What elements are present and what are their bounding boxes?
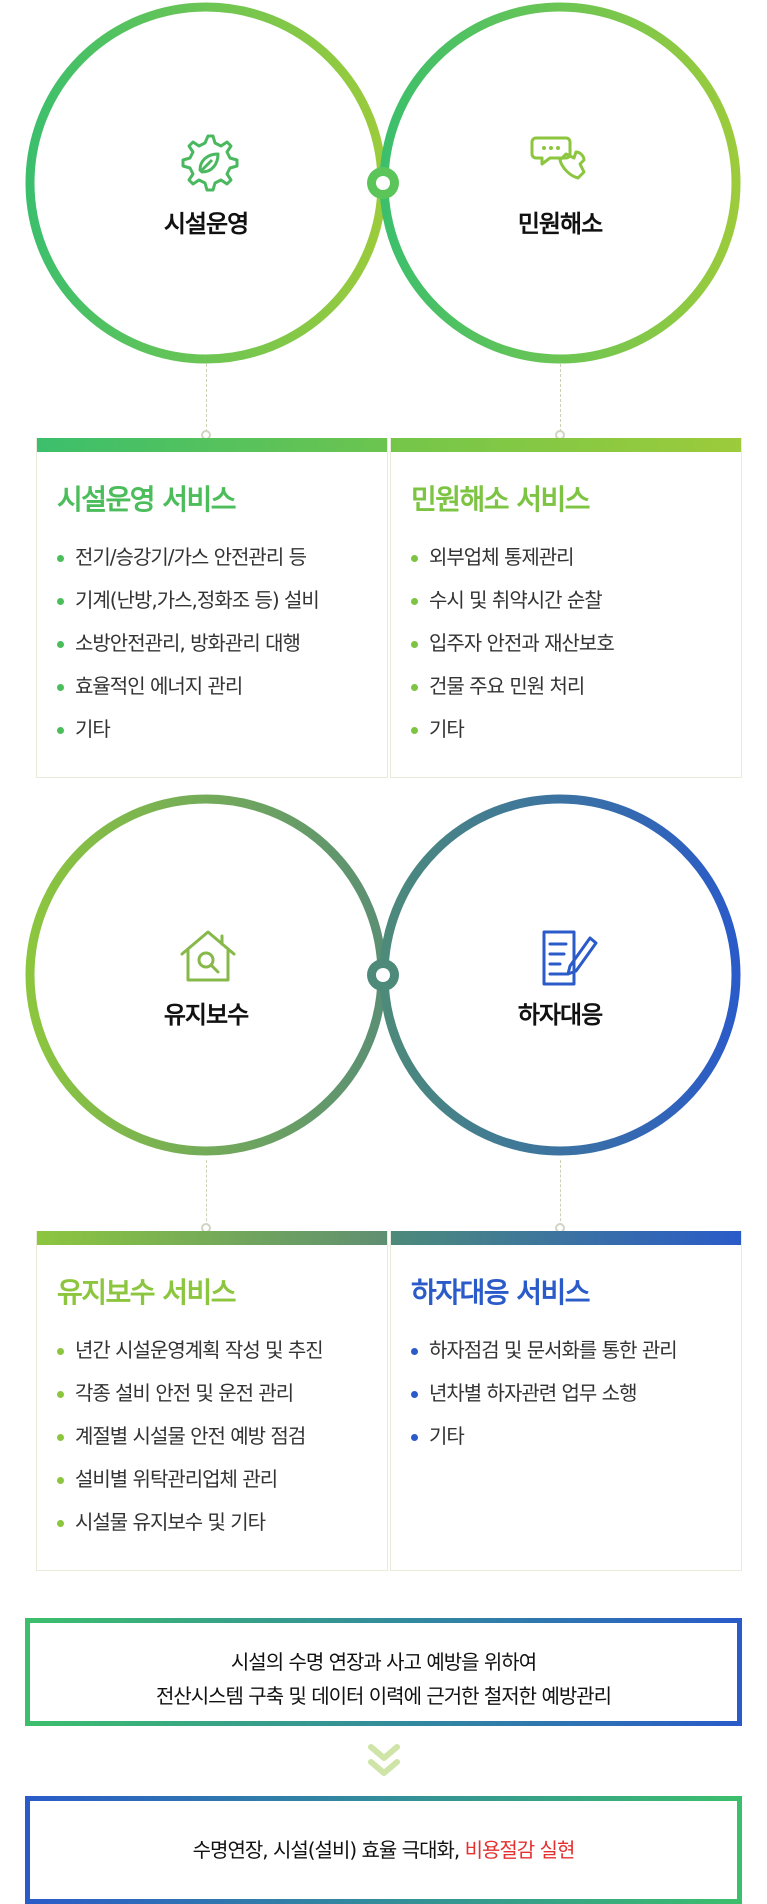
card-facility-service: 시설운영 서비스 전기/승강기/가스 안전관리 등 기계(난방,가스,정화조 등…: [36, 438, 388, 778]
list-item: 기타: [411, 1415, 741, 1458]
ring-label-defect: 하자대응: [517, 1001, 603, 1029]
phone-chat-icon: [530, 136, 586, 180]
connector-line: [560, 1160, 561, 1226]
list-item: 수시 및 취약시간 순찰: [411, 579, 741, 622]
list-item: 설비별 위탁관리업체 관리: [57, 1458, 387, 1501]
ring-label-complaint: 민원해소: [517, 210, 603, 238]
result-text: 수명연장, 시설(설비) 효율 극대화,: [192, 1838, 461, 1862]
ring-label-facility: 시설운영: [163, 210, 249, 238]
service-list: 전기/승강기/가스 안전관리 등 기계(난방,가스,정화조 등) 설비 소방안전…: [37, 536, 387, 751]
card-complaint-service: 민원해소 서비스 외부업체 통제관리 수시 및 취약시간 순찰 입주자 안전과 …: [390, 438, 742, 778]
ring-label-maintenance: 유지보수: [163, 1001, 249, 1029]
card-defect-service: 하자대응 서비스 하자점검 및 문서화를 통한 관리 년차별 하자관련 업무 소…: [390, 1231, 742, 1571]
bottom-rings: [25, 794, 741, 1156]
card-title: 유지보수 서비스: [57, 1276, 237, 1309]
list-item: 하자점검 및 문서화를 통한 관리: [411, 1329, 741, 1372]
summary-line-2: 전산시스템 구축 및 데이터 이력에 근거한 철저한 예방관리: [155, 1684, 612, 1708]
list-item: 기타: [57, 708, 387, 751]
service-list: 외부업체 통제관리 수시 및 취약시간 순찰 입주자 안전과 재산보호 건물 주…: [391, 536, 741, 751]
service-list: 하자점검 및 문서화를 통한 관리 년차별 하자관련 업무 소행 기타: [391, 1329, 741, 1458]
top-rings: [25, 2, 741, 364]
card-maintenance-service: 유지보수 서비스 년간 시설운영계획 작성 및 추진 각종 설비 안전 및 운전…: [36, 1231, 388, 1571]
summary-line-1: 시설의 수명 연장과 사고 예방을 위하여: [230, 1650, 537, 1674]
list-item: 건물 주요 민원 처리: [411, 665, 741, 708]
card-title: 민원해소 서비스: [411, 483, 591, 516]
service-list: 년간 시설운영계획 작성 및 추진 각종 설비 안전 및 운전 관리 계절별 시…: [37, 1329, 387, 1544]
card-title: 시설운영 서비스: [57, 483, 237, 516]
result-box: 수명연장, 시설(설비) 효율 극대화, 비용절감 실현: [25, 1796, 742, 1904]
card-title: 하자대응 서비스: [411, 1276, 591, 1309]
list-item: 각종 설비 안전 및 운전 관리: [57, 1372, 387, 1415]
connector-line: [206, 364, 207, 432]
list-item: 기타: [411, 708, 741, 751]
list-item: 기계(난방,가스,정화조 등) 설비: [57, 579, 387, 622]
list-item: 외부업체 통제관리: [411, 536, 741, 579]
document-pen-icon: [542, 930, 598, 986]
chevron-down-icon: [368, 1744, 400, 1776]
list-item: 소방안전관리, 방화관리 대행: [57, 622, 387, 665]
list-item: 효율적인 에너지 관리: [57, 665, 387, 708]
list-item: 시설물 유지보수 및 기타: [57, 1501, 387, 1544]
connector-line: [560, 364, 561, 432]
house-search-icon: [180, 930, 236, 982]
list-item: 계절별 시설물 안전 예방 점검: [57, 1415, 387, 1458]
list-item: 년차별 하자관련 업무 소행: [411, 1372, 741, 1415]
summary-box: 시설의 수명 연장과 사고 예방을 위하여 전산시스템 구축 및 데이터 이력에…: [25, 1618, 742, 1726]
connector-line: [206, 1160, 207, 1226]
list-item: 입주자 안전과 재산보호: [411, 622, 741, 665]
list-item: 전기/승강기/가스 안전관리 등: [57, 536, 387, 579]
list-item: 년간 시설운영계획 작성 및 추진: [57, 1329, 387, 1372]
gear-leaf-icon: [181, 134, 239, 192]
result-highlight: 비용절감 실현: [464, 1838, 576, 1862]
